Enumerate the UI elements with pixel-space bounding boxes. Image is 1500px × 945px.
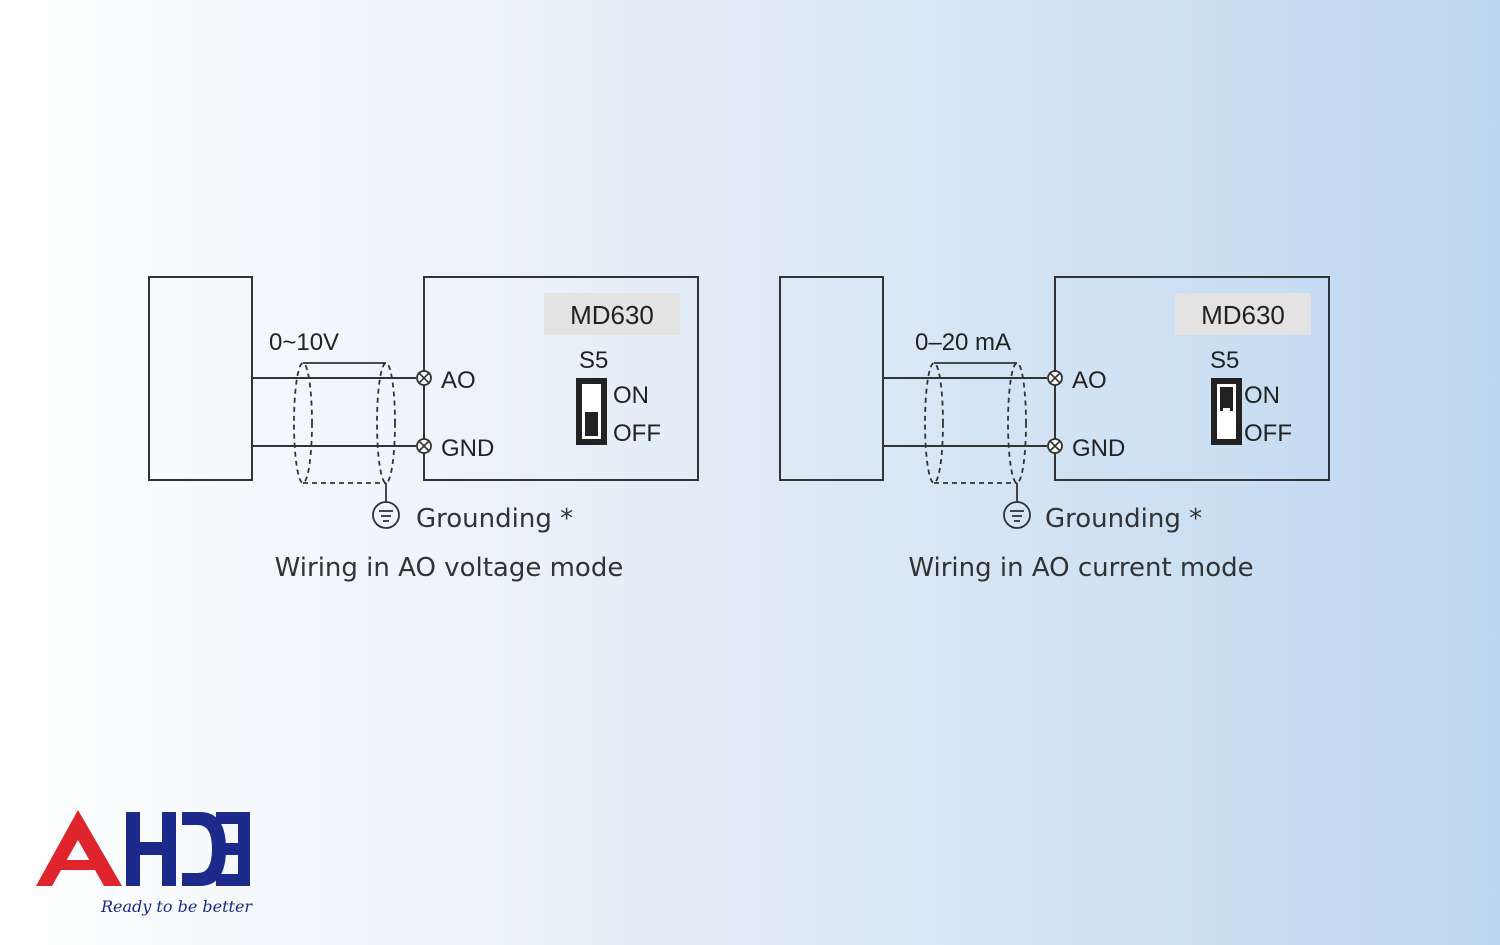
ao-terminal-label: AO	[1072, 367, 1107, 394]
dip-switch	[576, 378, 607, 445]
logo-tagline: Ready to be better	[100, 897, 253, 916]
ao-terminal-label: AO	[441, 367, 476, 394]
diagram-caption: Wiring in AO current mode	[908, 553, 1253, 583]
device-label: MD630	[570, 300, 654, 330]
logo-letter-h	[126, 812, 176, 886]
gnd-terminal-label: GND	[1072, 435, 1125, 462]
logo-letter-d	[182, 812, 226, 886]
signal-range-label: 0–20 mA	[915, 329, 1011, 356]
ahde-logo: Ready to be better	[36, 810, 253, 916]
device-label-bg	[544, 293, 680, 335]
diagram-caption: Wiring in AO voltage mode	[275, 553, 624, 583]
logo-letter-a	[36, 810, 122, 886]
ao-terminal-icon	[416, 370, 432, 386]
dip-switch	[1211, 378, 1242, 445]
shielded-cable	[293, 362, 396, 484]
device-label: MD630	[1201, 300, 1285, 330]
signal-range-label: 0~10V	[269, 329, 339, 356]
ground-icon	[372, 501, 400, 529]
ao-terminal-icon	[1047, 370, 1063, 386]
external-device-box	[779, 276, 884, 481]
switch-off-label: OFF	[1244, 420, 1292, 447]
shielded-cable	[924, 362, 1027, 484]
device-label-bg	[1175, 293, 1311, 335]
switch-off-label: OFF	[613, 420, 661, 447]
gnd-terminal-icon	[1047, 438, 1063, 454]
diagram-current-mode: MD630 S5 ON OFF 0–20 mA AO GND	[779, 276, 1330, 583]
switch-on-label: ON	[1244, 382, 1280, 409]
ground-icon	[1003, 501, 1031, 529]
grounding-label: Grounding *	[416, 504, 573, 534]
diagram-voltage-mode: MD630 S5 ON OFF 0~10V AO	[148, 276, 699, 583]
external-device-box	[148, 276, 253, 481]
switch-label: S5	[579, 347, 608, 374]
grounding-label: Grounding *	[1045, 504, 1202, 534]
logo-letter-e	[216, 812, 250, 886]
switch-knob	[1220, 387, 1233, 411]
switch-knob	[585, 412, 598, 436]
gnd-terminal-label: GND	[441, 435, 494, 462]
switch-label: S5	[1210, 347, 1239, 374]
switch-on-label: ON	[613, 382, 649, 409]
gnd-terminal-icon	[416, 438, 432, 454]
